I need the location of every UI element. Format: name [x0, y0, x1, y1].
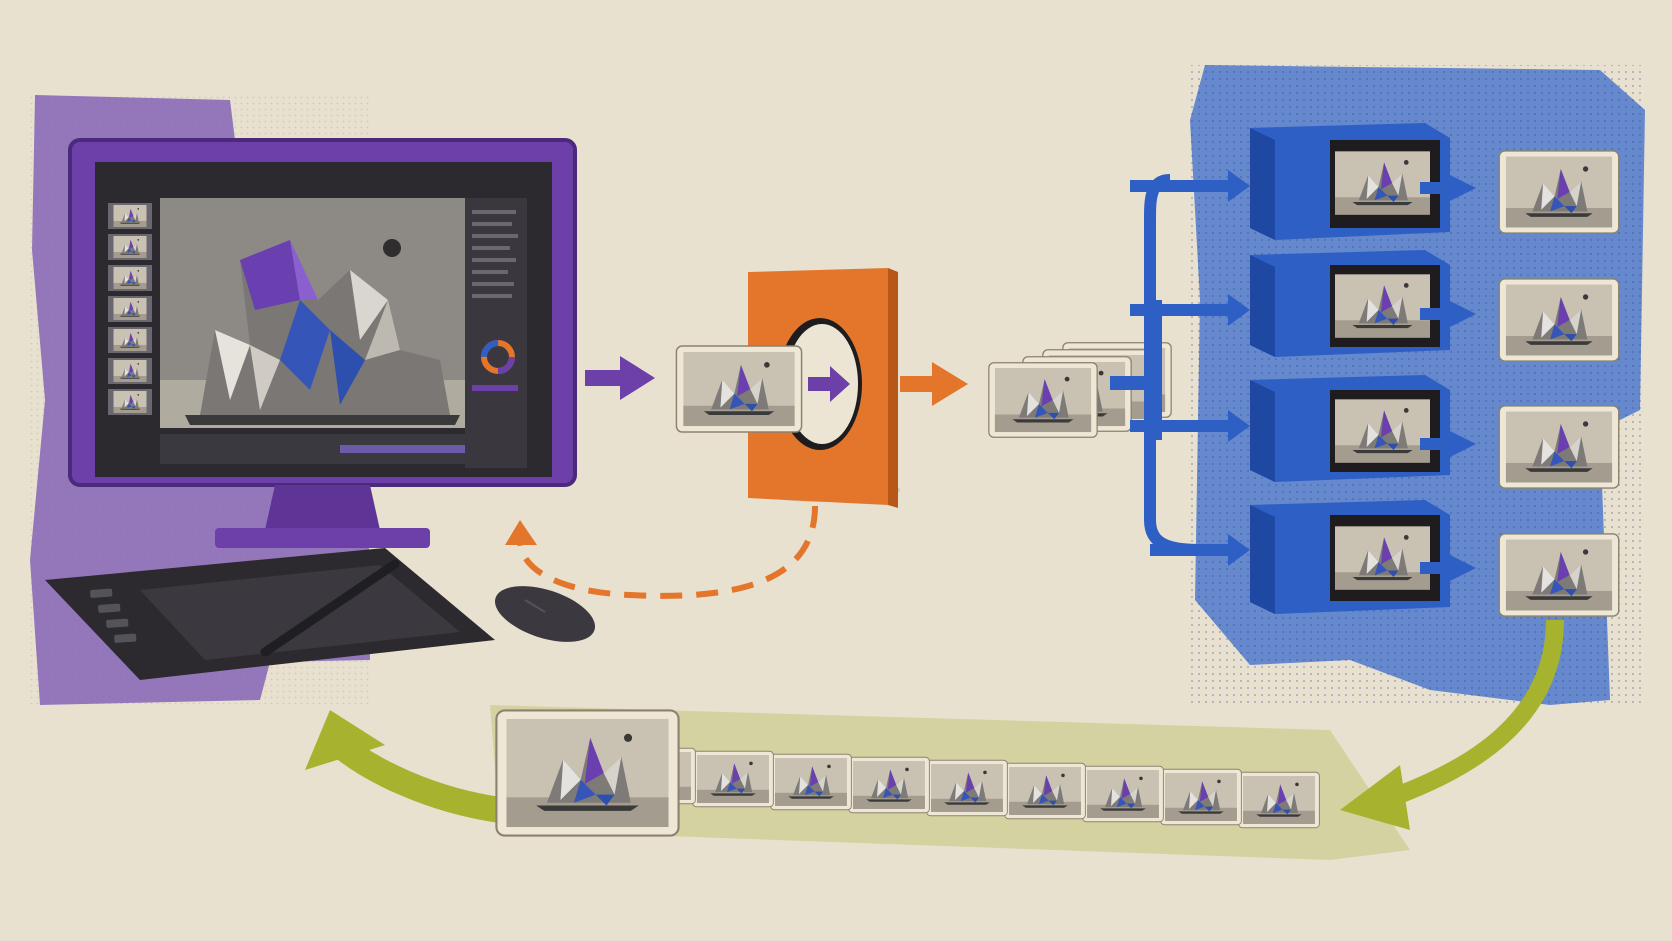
stylus-pen-icon — [260, 559, 400, 657]
purple-arrow-into-gate — [808, 366, 850, 402]
blue-branch-arrows — [1110, 170, 1250, 566]
blue-processing-box-icon — [1250, 123, 1450, 240]
mouse-icon — [494, 586, 596, 642]
green-curved-arrow-down — [1340, 619, 1564, 830]
desktop-monitor-icon — [68, 138, 577, 548]
editor-thumbnails — [108, 203, 152, 415]
orange-dashed-feedback-arrow — [505, 505, 818, 599]
drawing-tablet-icon — [45, 548, 495, 680]
orange-arrow — [900, 362, 968, 406]
blue-processing-box-icon — [1250, 500, 1450, 614]
artwork-image-card-icon — [676, 346, 801, 432]
blue-processing-box-icon — [1250, 250, 1450, 357]
editor-canvas-sculpture — [185, 239, 460, 425]
blue-processing-boxes — [1250, 123, 1450, 614]
blue-processing-box-icon — [1250, 375, 1450, 482]
purple-arrow — [585, 356, 655, 400]
green-curved-arrow-left — [305, 710, 502, 823]
blue-output-arrows — [1420, 174, 1476, 582]
